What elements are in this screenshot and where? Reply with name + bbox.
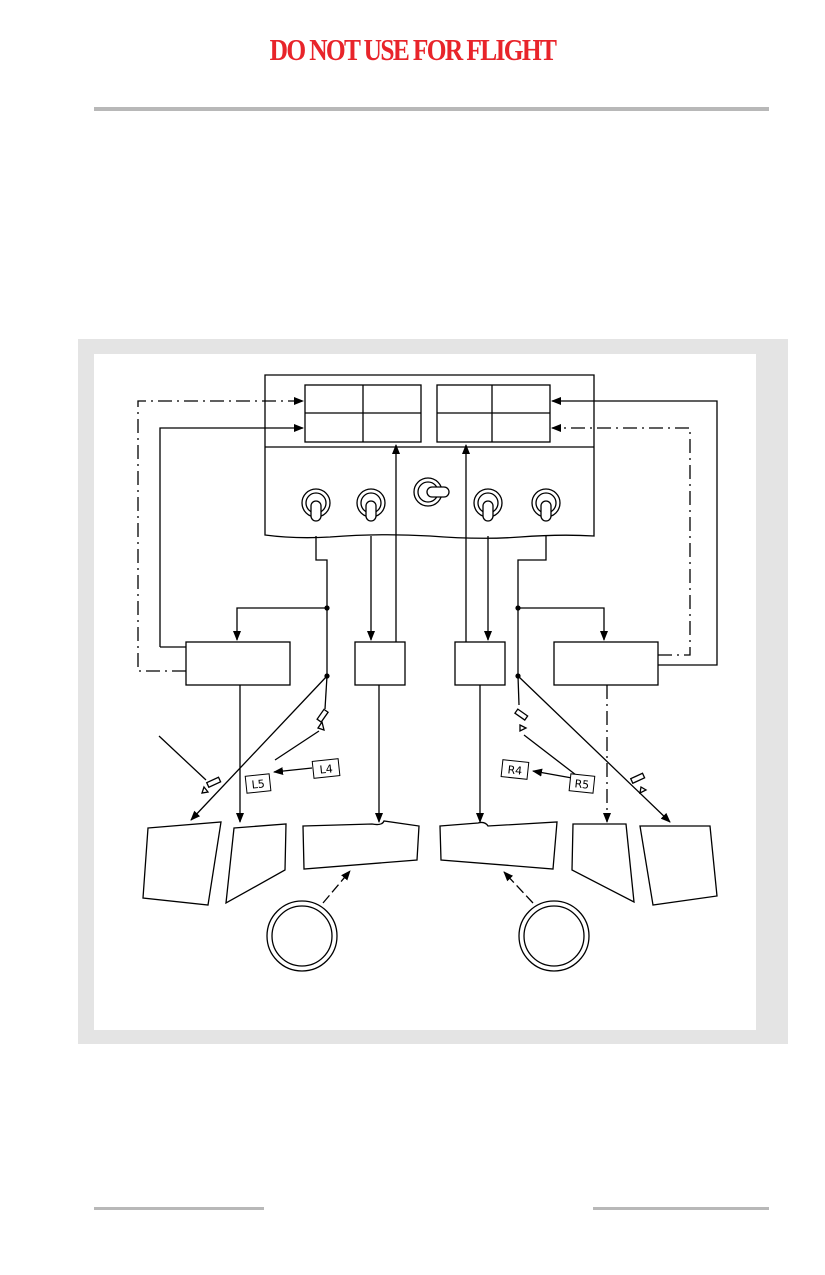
toggle-switch-3[interactable]	[473, 488, 503, 522]
tag-l5: L5	[251, 777, 265, 791]
tag-r4: R4	[507, 763, 523, 777]
toggle-switch-1[interactable]	[301, 488, 331, 522]
left-center-surface	[302, 820, 420, 870]
right-computer-box	[553, 641, 659, 686]
right-gauge	[518, 900, 590, 972]
left-center-computer-box	[354, 641, 406, 686]
control-panel	[264, 374, 595, 539]
toggle-switch-2[interactable]	[356, 488, 386, 522]
toggle-switch-4[interactable]	[531, 488, 561, 522]
right-annunciator-block	[436, 384, 551, 443]
footer-rule-left	[94, 1207, 264, 1210]
footer-rule-right	[593, 1207, 769, 1210]
header-rule	[94, 107, 769, 111]
left-gauge	[266, 900, 338, 972]
tag-l4: L4	[319, 762, 333, 776]
right-center-surface	[439, 821, 558, 870]
tag-r5: R5	[574, 777, 590, 791]
right-outer-surface	[639, 825, 718, 906]
left-annunciator-block	[304, 384, 422, 443]
flight-warning-banner: DO NOT USE FOR FLIGHT	[269, 32, 557, 67]
left-inner-surface	[225, 823, 287, 905]
left-outer-surface	[142, 821, 222, 906]
diagram-frame	[78, 339, 788, 1044]
right-inner-surface	[571, 823, 635, 904]
left-computer-box	[185, 641, 291, 686]
toggle-switch-center[interactable]	[413, 477, 450, 507]
